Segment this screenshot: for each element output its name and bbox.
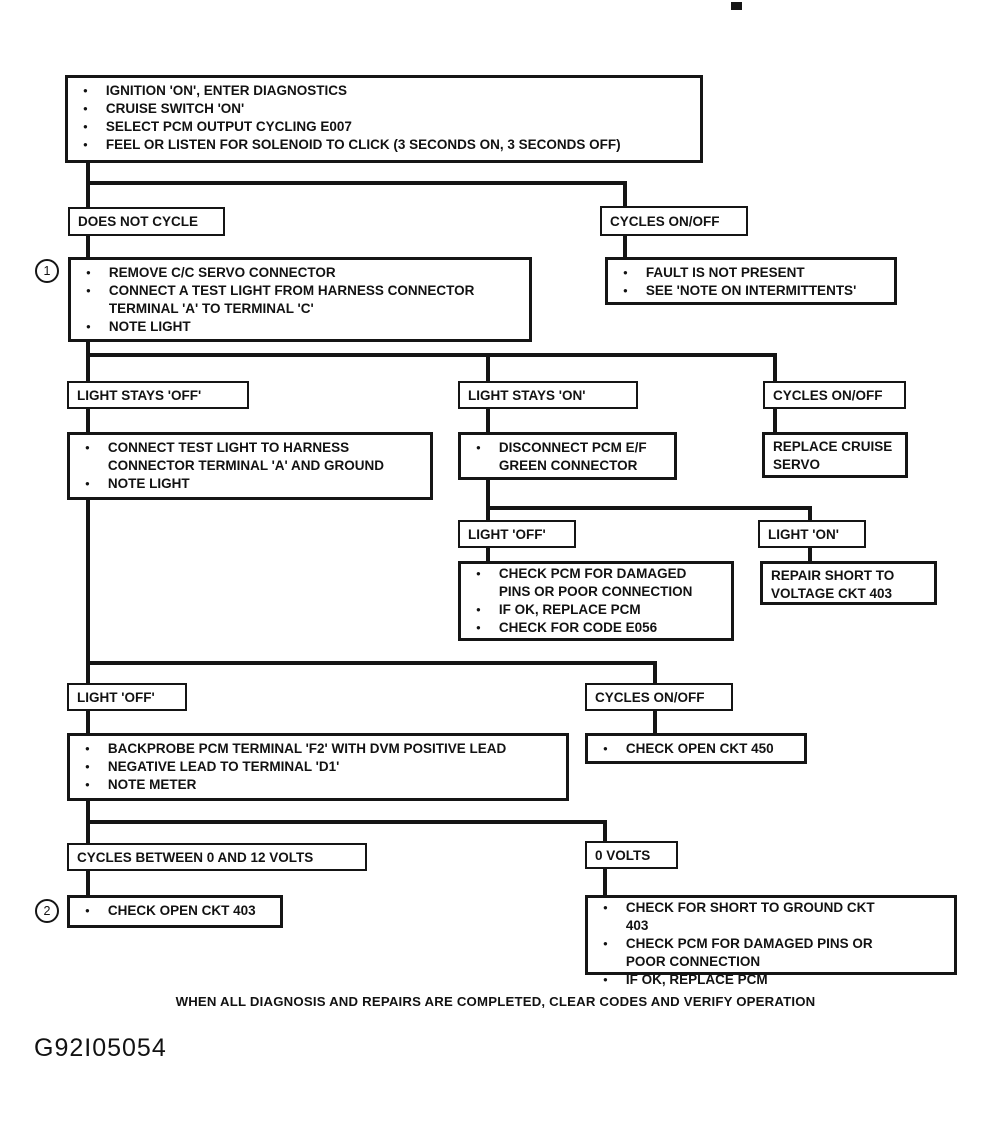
bullet-item: CONNECT A TEST LIGHT FROM HARNESS CONNEC… (71, 282, 517, 318)
node-check-pcm-damaged: CHECK PCM FOR DAMAGED PINS OR POOR CONNE… (458, 561, 734, 641)
connector-to-cycles2 (773, 353, 777, 382)
footer-note: WHEN ALL DIAGNOSIS AND REPAIRS ARE COMPL… (175, 994, 816, 1009)
connector-0volts-shortground (603, 868, 607, 896)
node-light-off-2: LIGHT 'OFF' (67, 683, 187, 711)
bullet-item: CHECK FOR SHORT TO GROUND CKT 403 (588, 899, 899, 935)
node-connect-test-light: CONNECT TEST LIGHT TO HARNESS CONNECTOR … (67, 432, 433, 500)
node-repair-short-voltage: REPAIR SHORT TO VOLTAGE CKT 403 (760, 561, 937, 605)
node-light-off-1: LIGHT 'OFF' (458, 520, 576, 548)
bullet-item: SEE 'NOTE ON INTERMITTENTS' (608, 282, 882, 300)
bullet-item: DISCONNECT PCM E/F GREEN CONNECTOR (461, 439, 662, 475)
connector-to-lightstayson (486, 353, 490, 382)
node-replace-cruise-servo: REPLACE CRUISE SERVO (762, 432, 908, 478)
node-cycles-on-off-3: CYCLES ON/OFF (585, 683, 733, 711)
bullet-item: CHECK PCM FOR DAMAGED PINS OR POOR CONNE… (588, 935, 899, 971)
connector-branch-1 (86, 181, 627, 185)
connector-lighton-repair (808, 547, 812, 562)
node-check-open-450: CHECK OPEN CKT 450 (585, 733, 807, 764)
node-disconnect-pcm: DISCONNECT PCM E/F GREEN CONNECTOR (458, 432, 677, 480)
node-step1: REMOVE C/C SERVO CONNECTOR CONNECT A TES… (68, 257, 532, 342)
bullet-item: NOTE LIGHT (70, 475, 418, 493)
node-check-short-ground: CHECK FOR SHORT TO GROUND CKT 403 CHECK … (585, 895, 957, 987)
bullet-item: CONNECT TEST LIGHT TO HARNESS CONNECTOR … (70, 439, 418, 475)
bullet-item: FEEL OR LISTEN FOR SOLENOID TO CLICK (3 … (68, 136, 688, 154)
node-light-stays-off: LIGHT STAYS 'OFF' (67, 381, 249, 409)
node-fault-not-present: FAULT IS NOT PRESENT SEE 'NOTE ON INTERM… (605, 257, 897, 305)
connector-cycles012-ckt403 (86, 870, 90, 896)
bullet-item: CRUISE SWITCH 'ON' (68, 100, 688, 118)
connector-to-0volts (603, 820, 607, 842)
bullet-item: NEGATIVE LEAD TO TERMINAL 'D1' (70, 758, 554, 776)
bullet-item: SELECT PCM OUTPUT CYCLING E007 (68, 118, 688, 136)
bullet-item: CHECK PCM FOR DAMAGED PINS OR POOR CONNE… (461, 565, 711, 601)
connector-cycles3-ckt450 (653, 710, 657, 734)
node-0-volts: 0 VOLTS (585, 841, 678, 869)
bullet-item: IGNITION 'ON', ENTER DIAGNOSTICS (68, 82, 688, 100)
connector-lightoff2-backprobe (86, 710, 90, 734)
connector-start-down (86, 162, 90, 208)
connector-branch-2 (86, 353, 777, 357)
connector-lson-disconnect (486, 408, 490, 433)
connector-branch-3 (486, 506, 812, 510)
bullet-item: REMOVE C/C SERVO CONNECTOR (71, 264, 517, 282)
node-start: IGNITION 'ON', ENTER DIAGNOSTICS CRUISE … (65, 75, 703, 163)
connector-branch-4 (86, 661, 657, 665)
connector-lightoff1-check (486, 547, 490, 562)
connector-cycles1-fault (623, 234, 627, 258)
connector-dnc-step1 (86, 234, 90, 258)
connector-to-cycles3 (653, 661, 657, 684)
bullet-item: CHECK OPEN CKT 450 (588, 740, 792, 758)
node-light-on: LIGHT 'ON' (758, 520, 866, 548)
callout-2: 2 (35, 899, 59, 923)
bullet-item: NOTE METER (70, 776, 554, 794)
node-backprobe: BACKPROBE PCM TERMINAL 'F2' WITH DVM POS… (67, 733, 569, 801)
connector-to-cycles1 (623, 181, 627, 207)
node-check-open-403: CHECK OPEN CKT 403 (67, 895, 283, 928)
connector-left-long-drop (86, 499, 90, 684)
connector-step1-down (86, 340, 90, 382)
bullet-item: NOTE LIGHT (71, 318, 517, 336)
bullet-item: IF OK, REPLACE PCM (588, 971, 899, 989)
figure-id: G92I05054 (34, 1034, 167, 1062)
connector-lso-connecttest (86, 408, 90, 433)
connector-to-lighton (808, 506, 812, 521)
connector-cycles2-replace (773, 408, 777, 433)
node-light-stays-on: LIGHT STAYS 'ON' (458, 381, 638, 409)
bullet-item: CHECK FOR CODE E056 (461, 619, 711, 637)
node-cycles-0-12-volts: CYCLES BETWEEN 0 AND 12 VOLTS (67, 843, 367, 871)
bullet-item: FAULT IS NOT PRESENT (608, 264, 882, 282)
bullet-item: CHECK OPEN CKT 403 (70, 902, 268, 920)
bullet-item: BACKPROBE PCM TERMINAL 'F2' WITH DVM POS… (70, 740, 554, 758)
bullet-item: IF OK, REPLACE PCM (461, 601, 711, 619)
callout-1: 1 (35, 259, 59, 283)
scan-artifact (731, 2, 742, 10)
connector-disconnect-down (486, 478, 490, 521)
node-does-not-cycle: DOES NOT CYCLE (68, 207, 225, 236)
node-cycles-on-off-1: CYCLES ON/OFF (600, 206, 748, 236)
node-cycles-on-off-2: CYCLES ON/OFF (763, 381, 906, 409)
connector-branch-5 (86, 820, 607, 824)
